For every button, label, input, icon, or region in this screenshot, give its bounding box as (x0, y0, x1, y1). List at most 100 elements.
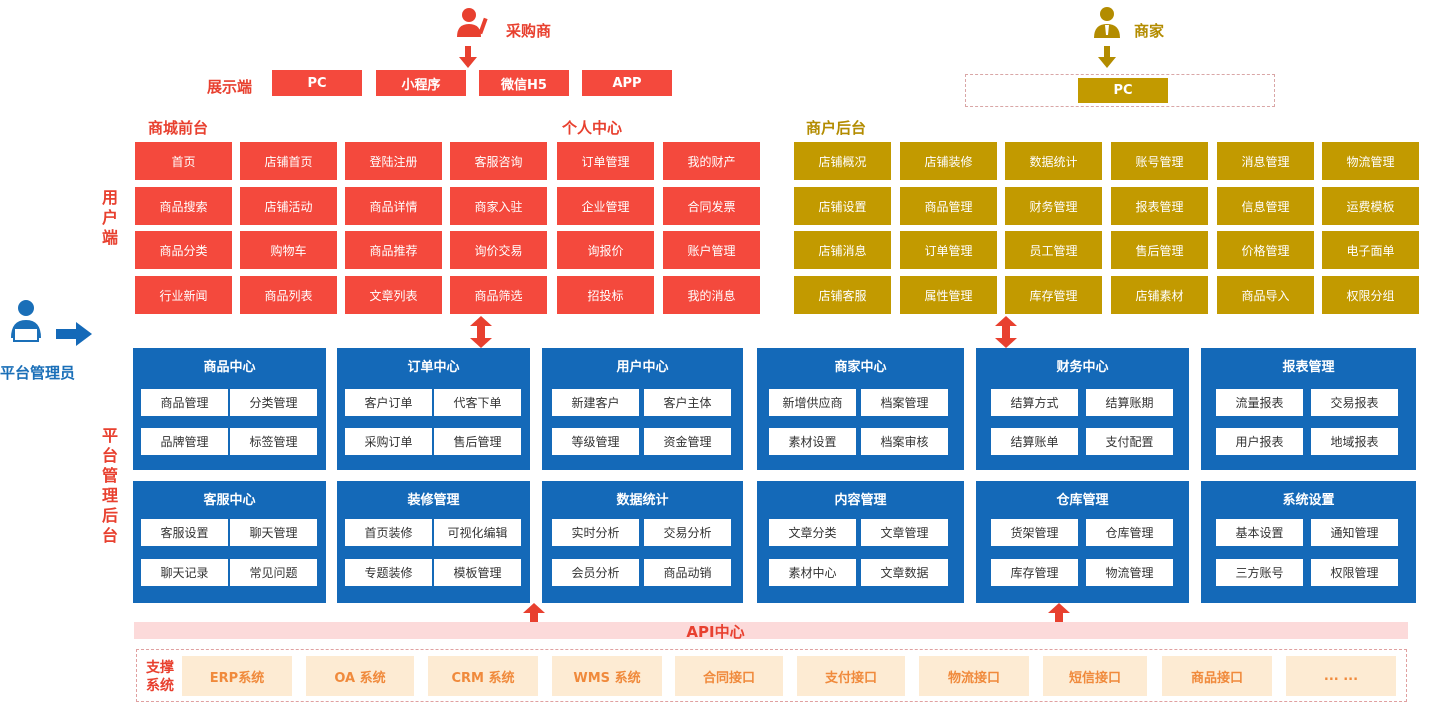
merchant-pc-button[interactable]: PC (1078, 78, 1168, 103)
panel-chip[interactable]: 售后管理 (434, 428, 521, 455)
panel-chip[interactable]: 支付配置 (1086, 428, 1173, 455)
support-item[interactable]: 支付接口 (797, 656, 905, 696)
user-item[interactable]: 询报价 (557, 231, 654, 269)
panel-chip[interactable]: 素材设置 (769, 428, 856, 455)
user-item[interactable]: 订单管理 (557, 142, 654, 180)
user-item[interactable]: 店铺首页 (240, 142, 337, 180)
support-item[interactable]: 商品接口 (1162, 656, 1272, 696)
user-item[interactable]: 商家入驻 (450, 187, 547, 225)
panel-chip[interactable]: 聊天记录 (141, 559, 228, 586)
user-item[interactable]: 招投标 (557, 276, 654, 314)
support-item[interactable]: OA 系统 (306, 656, 414, 696)
support-item[interactable]: ERP系统 (182, 656, 292, 696)
user-item[interactable]: 企业管理 (557, 187, 654, 225)
panel-chip[interactable]: 文章分类 (769, 519, 856, 546)
panel-chip[interactable]: 采购订单 (345, 428, 432, 455)
user-item[interactable]: 店铺活动 (240, 187, 337, 225)
merchant-item[interactable]: 属性管理 (900, 276, 997, 314)
merchant-item[interactable]: 权限分组 (1322, 276, 1419, 314)
panel-chip[interactable]: 用户报表 (1216, 428, 1303, 455)
panel-chip[interactable]: 权限管理 (1311, 559, 1398, 586)
display-button-pc[interactable]: PC (272, 70, 362, 96)
merchant-item[interactable]: 售后管理 (1111, 231, 1208, 269)
panel-chip[interactable]: 三方账号 (1216, 559, 1303, 586)
merchant-item[interactable]: 商品导入 (1217, 276, 1314, 314)
panel-chip[interactable]: 结算账单 (991, 428, 1078, 455)
merchant-item[interactable]: 报表管理 (1111, 187, 1208, 225)
merchant-item[interactable]: 订单管理 (900, 231, 997, 269)
panel-chip[interactable]: 分类管理 (230, 389, 317, 416)
merchant-item[interactable]: 店铺素材 (1111, 276, 1208, 314)
merchant-item[interactable]: 店铺设置 (794, 187, 891, 225)
panel-chip[interactable]: 文章管理 (861, 519, 948, 546)
panel-chip[interactable]: 物流管理 (1086, 559, 1173, 586)
user-item[interactable]: 客服咨询 (450, 142, 547, 180)
display-button-h5[interactable]: 微信H5 (479, 70, 569, 96)
panel-chip[interactable]: 标签管理 (230, 428, 317, 455)
panel-chip[interactable]: 客户主体 (644, 389, 731, 416)
panel-chip[interactable]: 商品管理 (141, 389, 228, 416)
support-item[interactable]: CRM 系统 (428, 656, 538, 696)
panel-chip[interactable]: 货架管理 (991, 519, 1078, 546)
user-item[interactable]: 首页 (135, 142, 232, 180)
merchant-item[interactable]: 电子面单 (1322, 231, 1419, 269)
user-item[interactable]: 行业新闻 (135, 276, 232, 314)
panel-chip[interactable]: 客服设置 (141, 519, 228, 546)
merchant-item[interactable]: 运费模板 (1322, 187, 1419, 225)
panel-chip[interactable]: 常见问题 (230, 559, 317, 586)
panel-chip[interactable]: 新建客户 (552, 389, 639, 416)
merchant-item[interactable]: 库存管理 (1005, 276, 1102, 314)
merchant-item[interactable]: 账号管理 (1111, 142, 1208, 180)
merchant-item[interactable]: 店铺客服 (794, 276, 891, 314)
panel-chip[interactable]: 模板管理 (434, 559, 521, 586)
panel-chip[interactable]: 资金管理 (644, 428, 731, 455)
panel-chip[interactable]: 实时分析 (552, 519, 639, 546)
support-item[interactable]: WMS 系统 (552, 656, 662, 696)
user-item[interactable]: 登陆注册 (345, 142, 442, 180)
panel-chip[interactable]: 素材中心 (769, 559, 856, 586)
user-item[interactable]: 商品搜索 (135, 187, 232, 225)
panel-chip[interactable]: 品牌管理 (141, 428, 228, 455)
panel-chip[interactable]: 通知管理 (1311, 519, 1398, 546)
panel-chip[interactable]: 商品动销 (644, 559, 731, 586)
support-item[interactable]: 合同接口 (675, 656, 783, 696)
support-item[interactable]: ... ... (1286, 656, 1396, 696)
panel-chip[interactable]: 代客下单 (434, 389, 521, 416)
display-button-miniprogram[interactable]: 小程序 (376, 70, 466, 96)
panel-chip[interactable]: 专题装修 (345, 559, 432, 586)
panel-chip[interactable]: 地域报表 (1311, 428, 1398, 455)
support-item[interactable]: 短信接口 (1043, 656, 1147, 696)
panel-chip[interactable]: 结算账期 (1086, 389, 1173, 416)
user-item[interactable]: 商品列表 (240, 276, 337, 314)
panel-chip[interactable]: 流量报表 (1216, 389, 1303, 416)
panel-chip[interactable]: 档案管理 (861, 389, 948, 416)
panel-chip[interactable]: 档案审核 (861, 428, 948, 455)
panel-chip[interactable]: 新增供应商 (769, 389, 856, 416)
display-button-app[interactable]: APP (582, 70, 672, 96)
merchant-item[interactable]: 商品管理 (900, 187, 997, 225)
user-item[interactable]: 商品分类 (135, 231, 232, 269)
user-item[interactable]: 我的消息 (663, 276, 760, 314)
panel-chip[interactable]: 会员分析 (552, 559, 639, 586)
merchant-item[interactable]: 店铺装修 (900, 142, 997, 180)
user-item[interactable]: 我的财产 (663, 142, 760, 180)
merchant-item[interactable]: 财务管理 (1005, 187, 1102, 225)
merchant-item[interactable]: 店铺概况 (794, 142, 891, 180)
user-item[interactable]: 合同发票 (663, 187, 760, 225)
merchant-item[interactable]: 店铺消息 (794, 231, 891, 269)
panel-chip[interactable]: 聊天管理 (230, 519, 317, 546)
panel-chip[interactable]: 文章数据 (861, 559, 948, 586)
panel-chip[interactable]: 客户订单 (345, 389, 432, 416)
merchant-item[interactable]: 物流管理 (1322, 142, 1419, 180)
user-item[interactable]: 账户管理 (663, 231, 760, 269)
panel-chip[interactable]: 首页装修 (345, 519, 432, 546)
merchant-item[interactable]: 员工管理 (1005, 231, 1102, 269)
panel-chip[interactable]: 库存管理 (991, 559, 1078, 586)
merchant-item[interactable]: 信息管理 (1217, 187, 1314, 225)
merchant-item[interactable]: 消息管理 (1217, 142, 1314, 180)
user-item[interactable]: 购物车 (240, 231, 337, 269)
panel-chip[interactable]: 基本设置 (1216, 519, 1303, 546)
support-item[interactable]: 物流接口 (919, 656, 1029, 696)
merchant-item[interactable]: 价格管理 (1217, 231, 1314, 269)
panel-chip[interactable]: 仓库管理 (1086, 519, 1173, 546)
